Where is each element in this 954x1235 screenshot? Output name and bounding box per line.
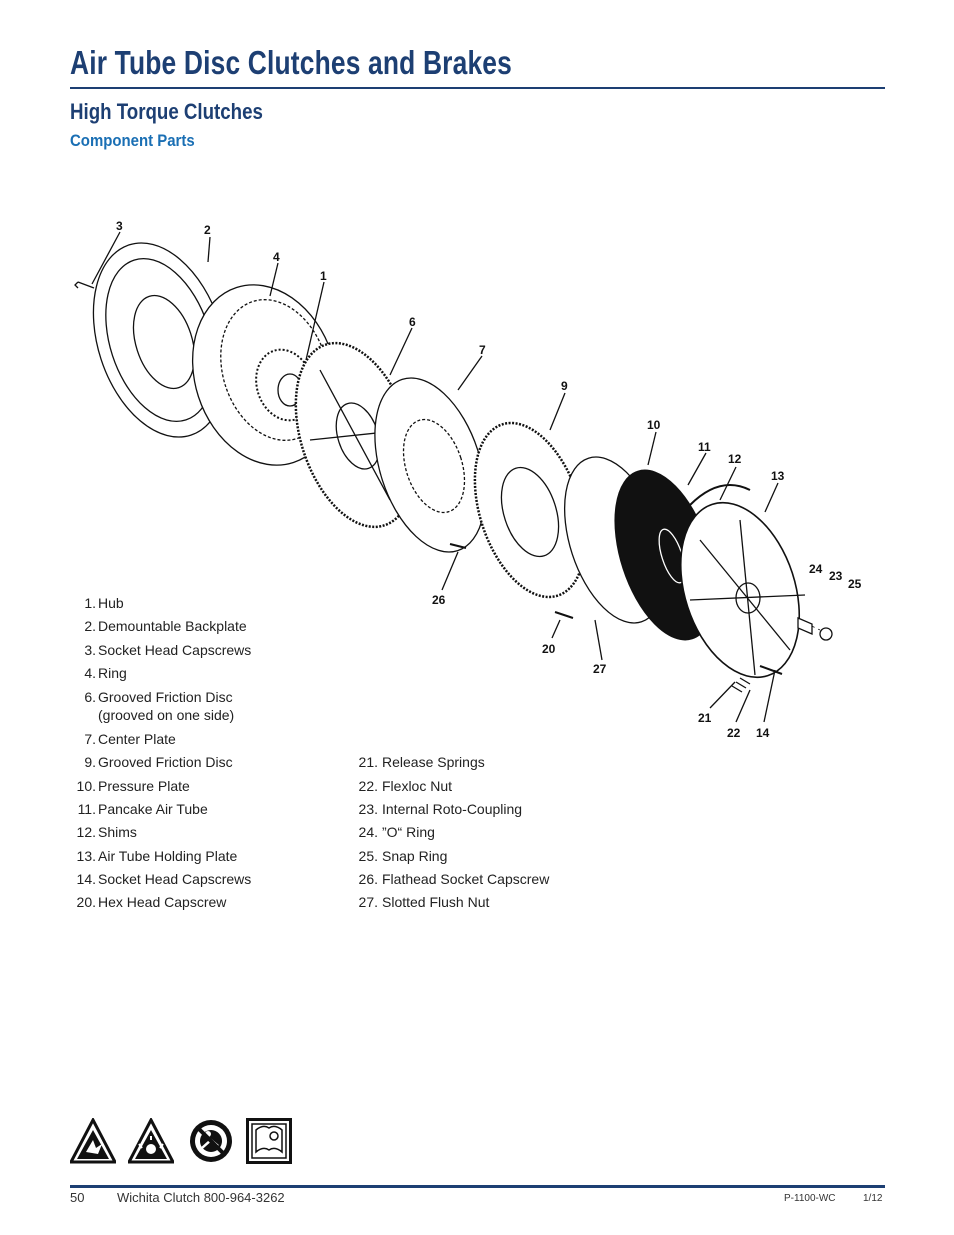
callout-21: 21 bbox=[698, 711, 712, 725]
document-code: P-1100-WC bbox=[784, 1193, 836, 1204]
footer-rule bbox=[70, 1185, 885, 1188]
callout-6: 6 bbox=[409, 315, 416, 329]
callout-7: 7 bbox=[479, 343, 486, 357]
backplate-part bbox=[92, 242, 228, 438]
callout-23: 23 bbox=[829, 569, 843, 583]
page-title: Air Tube Disc Clutches and Brakes bbox=[70, 44, 512, 81]
flying-debris-hazard-icon bbox=[128, 1118, 174, 1164]
callout-26: 26 bbox=[432, 593, 446, 607]
callout-12: 12 bbox=[728, 452, 742, 466]
read-manual-icon bbox=[246, 1118, 292, 1164]
callout-1: 1 bbox=[320, 269, 327, 283]
section-heading: High Torque Clutches bbox=[70, 99, 263, 124]
title-rule bbox=[70, 87, 885, 89]
callout-24: 24 bbox=[809, 562, 823, 576]
exploded-view-diagram: 3 2 4 1 6 7 9 10 11 12 13 24 23 25 26 20… bbox=[74, 219, 862, 740]
callout-13: 13 bbox=[771, 469, 785, 483]
callout-11: 11 bbox=[698, 440, 711, 454]
page-number: 50 bbox=[70, 1190, 85, 1205]
callout-25: 25 bbox=[848, 577, 862, 591]
callout-3: 3 bbox=[116, 219, 123, 233]
no-entanglement-icon bbox=[190, 1120, 232, 1162]
callout-22: 22 bbox=[727, 726, 741, 740]
callout-14: 14 bbox=[756, 726, 770, 740]
document-date: 1/12 bbox=[863, 1193, 883, 1204]
callout-10: 10 bbox=[647, 418, 661, 432]
explosion-hazard-icon bbox=[70, 1118, 116, 1164]
center-plate-part bbox=[374, 377, 486, 553]
callout-4: 4 bbox=[273, 250, 280, 264]
callout-2: 2 bbox=[204, 223, 211, 237]
callout-9: 9 bbox=[561, 379, 568, 393]
subsection-heading: Component Parts bbox=[70, 131, 195, 150]
callout-27: 27 bbox=[593, 662, 607, 676]
air-tube-holding-plate-part bbox=[679, 501, 806, 679]
callout-20: 20 bbox=[542, 642, 556, 656]
company-contact: Wichita Clutch 800-964-3262 bbox=[117, 1190, 285, 1205]
